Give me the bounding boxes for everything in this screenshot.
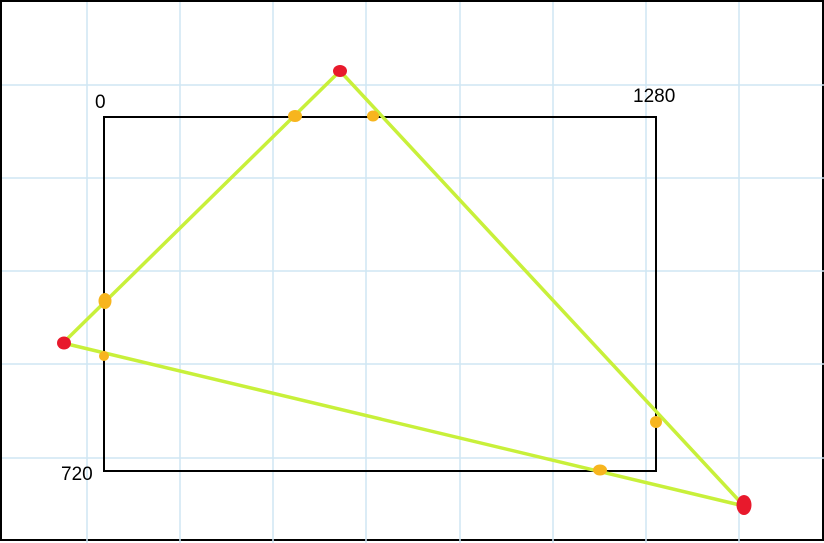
intersection-point [367, 110, 379, 122]
vertex-point [57, 336, 71, 350]
triangle-outline [61, 69, 746, 508]
intersection-point [98, 293, 112, 309]
intersection-point [593, 464, 607, 476]
intersection-point [288, 110, 302, 122]
intersection-point [99, 351, 109, 361]
label-origin: 0 [95, 92, 106, 113]
vertex-point [333, 65, 347, 77]
intersection-point [650, 416, 662, 428]
intersection-points [98, 110, 662, 476]
label-width: 1280 [633, 86, 675, 107]
label-height: 720 [61, 464, 93, 485]
triangle-vertices [57, 65, 752, 515]
vertex-point [736, 495, 752, 515]
